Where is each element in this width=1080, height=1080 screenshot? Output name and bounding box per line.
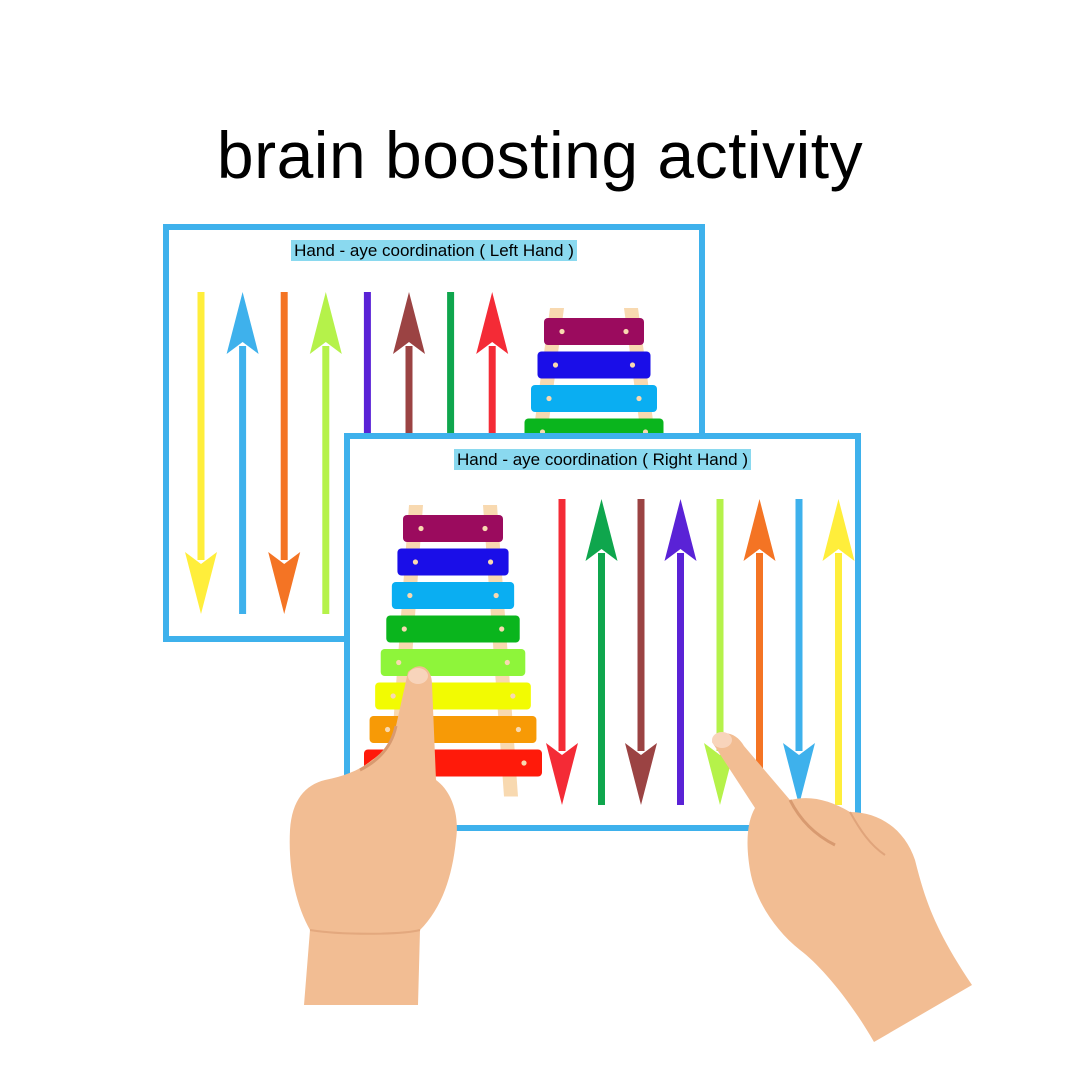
arrow-up-icon-3 <box>309 292 342 614</box>
xylophone-bar-3 <box>386 615 520 643</box>
xylophone-bar-0 <box>403 515 503 542</box>
page-title: brain boosting activity <box>216 118 864 192</box>
right-card-label: Hand - aye coordination ( Right Hand ) <box>453 449 752 470</box>
arrow-down-icon-0 <box>185 292 217 614</box>
xylophone-bar-0 <box>544 318 644 345</box>
arrow-up-icon-5 <box>743 499 776 805</box>
arrow-up-icon-7 <box>822 499 855 805</box>
arrow-up-icon-1 <box>585 499 618 805</box>
xylophone-bar-2 <box>391 582 515 609</box>
arrow-down-icon-2 <box>625 499 657 805</box>
right-hand-icon <box>712 732 972 1042</box>
xylophone-bar-1 <box>397 548 509 576</box>
arrow-up-icon-1 <box>226 292 259 614</box>
arrow-down-icon-0 <box>546 499 578 805</box>
right-card-graphic <box>364 499 855 805</box>
arrow-down-icon-6 <box>783 499 815 805</box>
left-hand-icon <box>289 666 457 1005</box>
xylophone-bar-1 <box>537 351 651 379</box>
left-card-label: Hand - aye coordination ( Left Hand ) <box>291 240 577 261</box>
xylophone-bar-2 <box>531 385 657 412</box>
arrow-up-icon-3 <box>664 499 697 805</box>
arrow-down-icon-2 <box>268 292 301 614</box>
